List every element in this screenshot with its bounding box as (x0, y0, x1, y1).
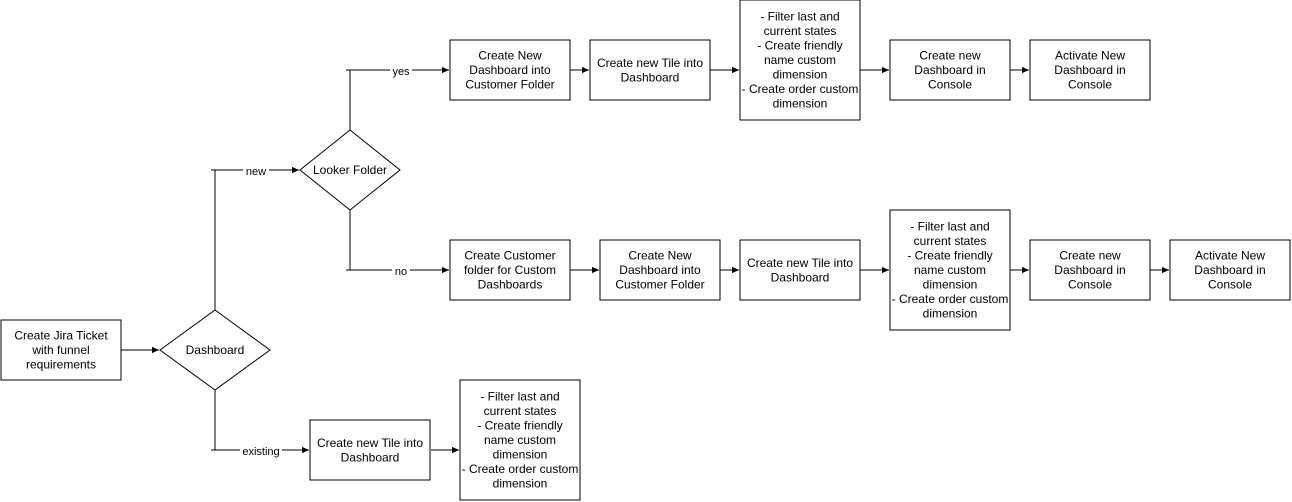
edges (121, 66, 1169, 454)
node-label-line: Create new Tile into (747, 256, 853, 270)
node-label-line: Dashboard in (914, 63, 985, 77)
node-label-line: name custom (914, 263, 986, 277)
node-label-line: requirements (26, 358, 96, 372)
node-label-line: dimension (773, 68, 828, 82)
edge-dashboard-existing (214, 390, 309, 454)
node-label-line: Create new Tile into (597, 56, 703, 70)
node-label-line: Create New (478, 49, 542, 63)
node-y-activate-box (1029, 39, 1151, 101)
node-label-line: Activate New (1055, 49, 1125, 63)
node-label-line: Create New (628, 249, 692, 263)
node-y-new-tile-box (589, 39, 711, 101)
node-label-line: dimension (923, 278, 978, 292)
node-label-line: Dashboard into (619, 263, 701, 277)
node-looker-diamond (299, 129, 401, 211)
node-label-line: Dashboard (771, 270, 830, 284)
edge-label-new: new (246, 166, 266, 178)
edge-label-no: no (395, 266, 407, 278)
node-y-console-box (889, 39, 1011, 101)
edge-looker-no (349, 210, 449, 274)
node-label-line: dimension (493, 448, 548, 462)
node-y-new-dash-box (449, 39, 571, 101)
node-label-line: Dashboard in (1194, 263, 1265, 277)
node-label-line: Dashboard in (1054, 263, 1125, 277)
node-label-line: - Create order custom (742, 82, 859, 96)
node-label-line: Console (1068, 78, 1112, 92)
node-label-line: name custom (764, 53, 836, 67)
node-n-new-dash-box (599, 239, 721, 301)
node-label-line: dimension (773, 97, 828, 111)
node-label-line: Looker Folder (313, 163, 387, 177)
node-label-line: Customer Folder (465, 78, 554, 92)
edge-label-yes: yes (392, 66, 410, 78)
edge-looker-yes (349, 66, 449, 130)
node-label-line: Create new (919, 49, 981, 63)
node-label-line: Create Customer (464, 249, 555, 263)
node-label-line: - Filter last and (910, 220, 989, 234)
node-label-line: - Create order custom (462, 462, 579, 476)
node-label-line: current states (764, 24, 837, 38)
node-label-line: Dashboard into (469, 63, 551, 77)
node-label-line: name custom (484, 433, 556, 447)
node-n-filter-box (889, 209, 1011, 331)
node-e-new-tile-box (309, 419, 431, 481)
node-label-line: Customer Folder (615, 278, 704, 292)
node-label-line: dimension (923, 307, 978, 321)
node-label-line: current states (484, 404, 557, 418)
node-label-line: Console (928, 78, 972, 92)
node-label-line: Create Jira Ticket (14, 329, 108, 343)
node-looker-folder: Looker Folder (313, 163, 387, 177)
node-label-line: dimension (493, 477, 548, 491)
node-n-activate-box (1169, 239, 1291, 301)
node-label-line: - Create order custom (892, 292, 1009, 306)
node-jira-box (0, 319, 122, 381)
node-n-console-box (1029, 239, 1151, 301)
node-dashboard: Dashboard (186, 343, 245, 357)
node-label-line: - Create friendly (477, 419, 562, 433)
node-label-line: Console (1068, 278, 1112, 292)
edge-label-existing: existing (242, 446, 279, 458)
node-label-line: Dashboard in (1054, 63, 1125, 77)
node-n-folder-box (449, 239, 571, 301)
edge-dashboard-new (214, 166, 299, 310)
node-label-line: with funnel (31, 343, 89, 357)
node-label-line: - Filter last and (760, 10, 839, 24)
node-e-filter-box (459, 379, 581, 501)
node-label-line: Dashboard (341, 450, 400, 464)
node-label-line: Dashboard (186, 343, 245, 357)
node-label-line: - Filter last and (480, 390, 559, 404)
node-n-new-tile-box (739, 239, 861, 301)
node-label-line: folder for Custom (464, 263, 556, 277)
node-dashboard-diamond (159, 309, 271, 391)
node-y-filter-box (739, 0, 861, 121)
node-label-line: - Create friendly (757, 39, 842, 53)
node-label-line: Create new Tile into (317, 436, 423, 450)
node-label-line: current states (914, 234, 987, 248)
node-label-line: Dashboard (621, 70, 680, 84)
node-label-line: Activate New (1195, 249, 1265, 263)
node-label-line: Dashboards (478, 278, 543, 292)
node-label-line: Console (1208, 278, 1252, 292)
edge-labels: yes no new existing (240, 64, 412, 458)
node-label-line: Create new (1059, 249, 1121, 263)
node-label-line: - Create friendly (907, 249, 992, 263)
